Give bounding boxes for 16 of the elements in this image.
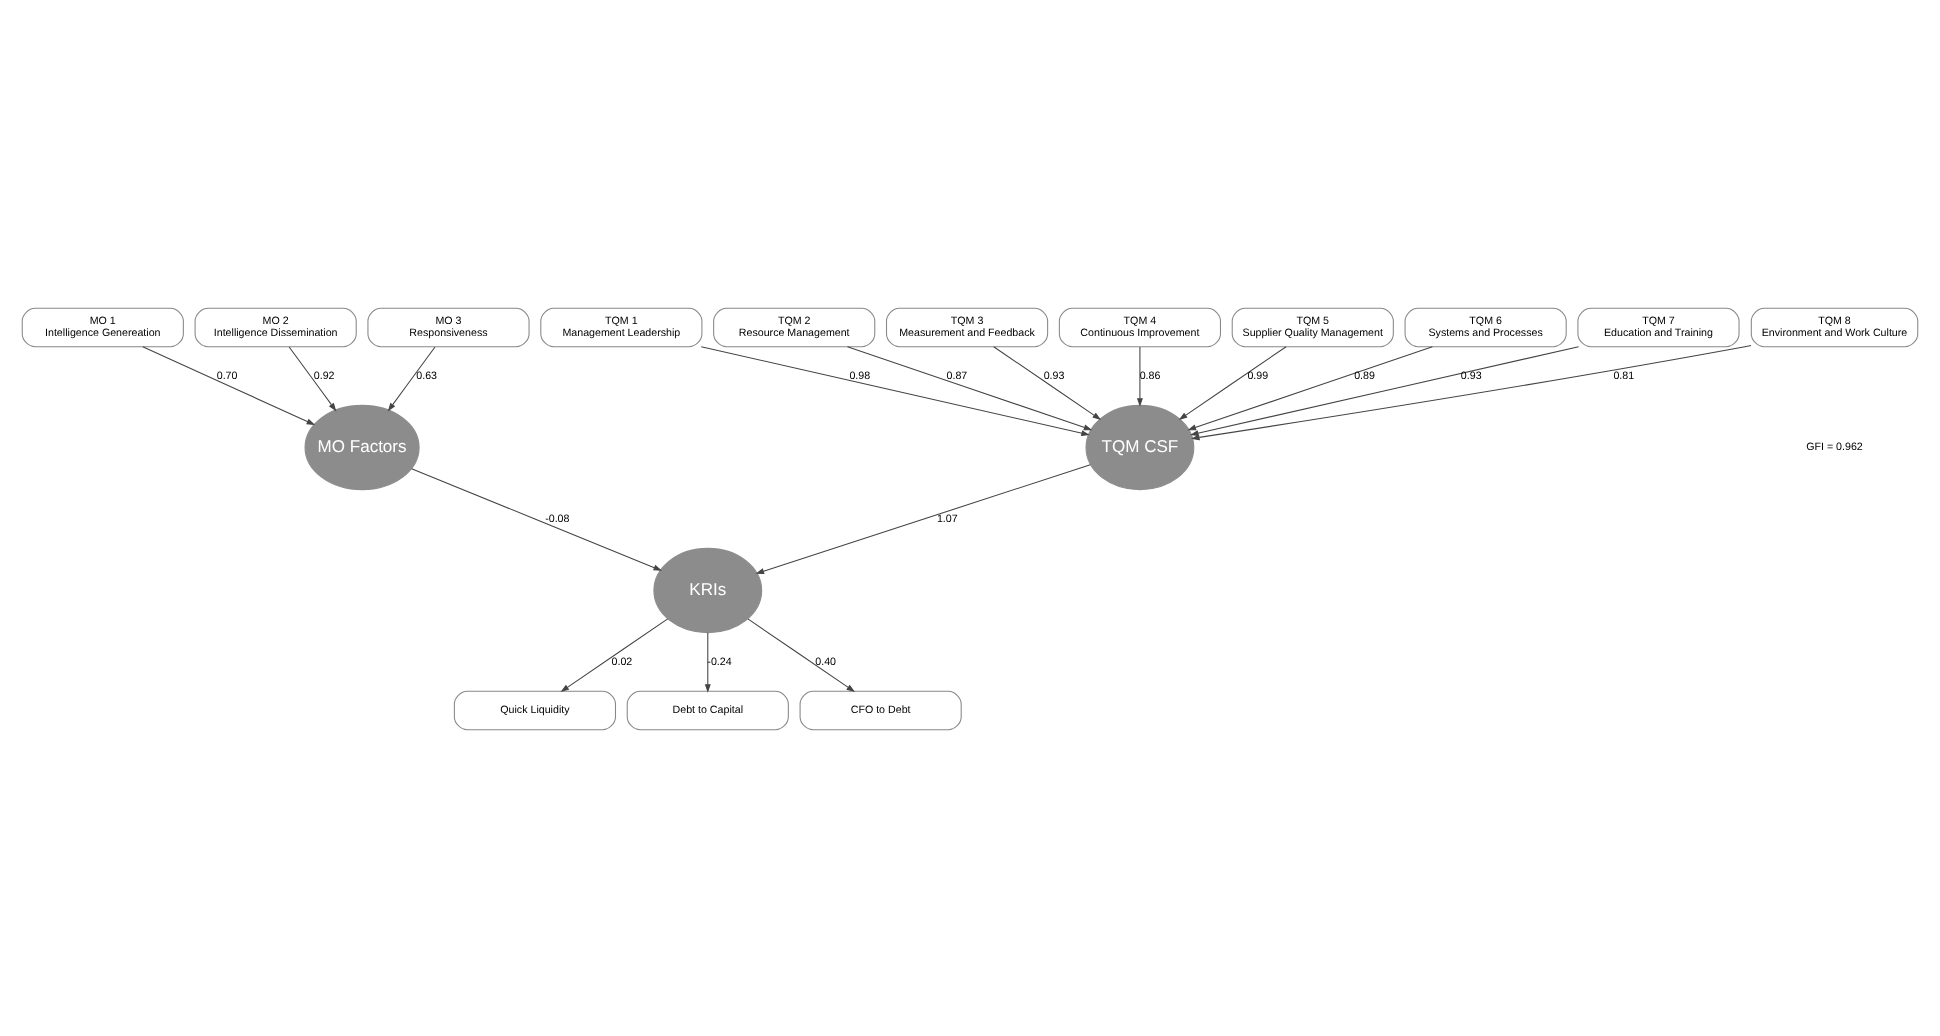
arrow	[411, 467, 663, 570]
arrow	[755, 463, 1091, 574]
arrow	[700, 345, 1090, 436]
arrow	[1191, 344, 1752, 440]
arrow	[387, 345, 436, 411]
arrow	[993, 345, 1102, 419]
arrow	[704, 631, 711, 692]
arrow	[846, 345, 1093, 430]
arrow	[747, 617, 855, 691]
arrow	[1136, 345, 1143, 406]
arrow	[1189, 345, 1580, 436]
arrow	[142, 345, 316, 425]
arrow	[1178, 345, 1287, 419]
arrow	[1187, 345, 1433, 430]
arrow	[288, 345, 337, 411]
arrow	[560, 617, 669, 691]
